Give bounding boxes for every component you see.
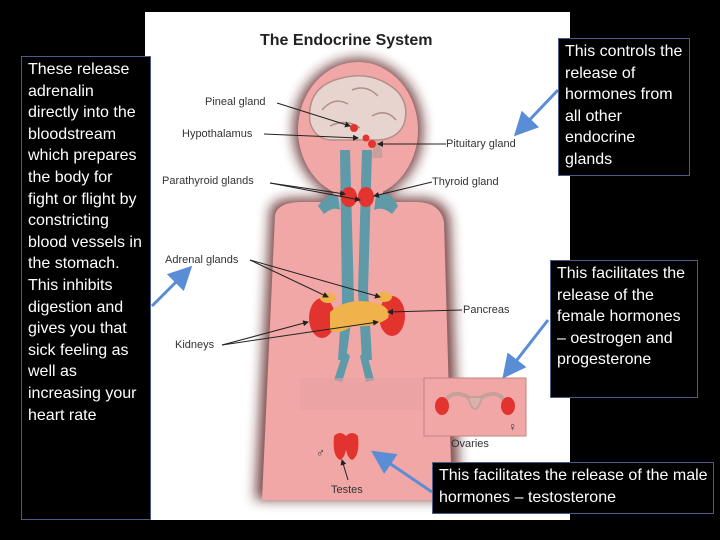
label-parathyroid-glands: Parathyroid glands	[162, 175, 254, 187]
leader-lines	[221, 102, 463, 481]
ovaries-callout: This facilitates the release of the fema…	[550, 260, 698, 398]
label-hypothalamus: Hypothalamus	[182, 128, 253, 140]
testes	[333, 433, 359, 460]
label-kidneys: Kidneys	[175, 339, 215, 351]
label-pituitary-gland: Pituitary gland	[446, 138, 516, 150]
pituitary-callout: This controls the release of hormones fr…	[558, 38, 690, 176]
female-symbol: ♀	[508, 420, 517, 434]
label-ovaries: Ovaries	[451, 438, 489, 450]
label-testes: Testes	[331, 484, 363, 496]
callout-arrows	[150, 88, 560, 494]
label-thyroid-gland: Thyroid gland	[432, 176, 499, 188]
label-pineal-gland: Pineal gland	[205, 96, 266, 108]
label-pancreas: Pancreas	[463, 304, 510, 316]
thyroid-gland	[341, 187, 374, 207]
pineal-pituitary-glands	[350, 124, 376, 148]
male-symbol: ♂	[316, 446, 325, 460]
ovaries-inset	[300, 377, 527, 437]
label-adrenal-glands: Adrenal glands	[165, 254, 239, 266]
diagram-title: The Endocrine System	[260, 32, 433, 49]
adrenalin-callout: These release adrenalin directly into th…	[21, 56, 151, 520]
testes-callout: This facilitates the release of the male…	[432, 462, 714, 514]
